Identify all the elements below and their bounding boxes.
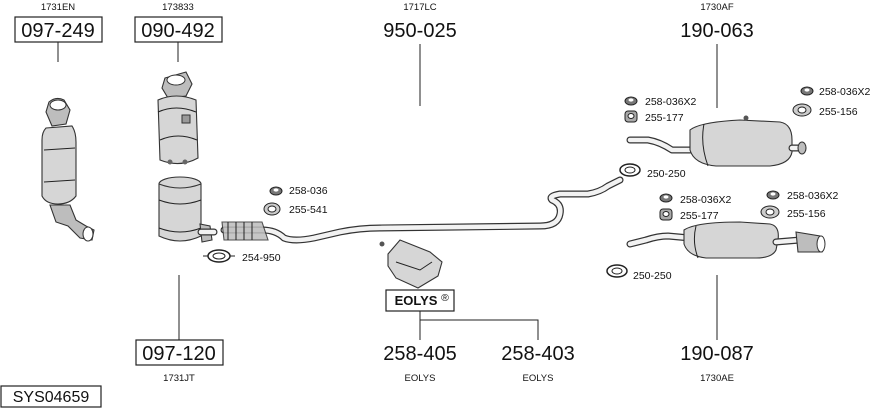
clamp-255-541: 255-541: [263, 202, 328, 216]
part-number: 255-541: [289, 204, 328, 216]
part-number: 258-036X2: [787, 190, 839, 202]
part-number: 950-025: [383, 20, 456, 42]
oe-number: EOLYS: [405, 373, 436, 384]
part-number: 258-405: [383, 343, 456, 365]
clamp-255-177: 255-177: [624, 110, 684, 124]
gasket-254-950: 254-950: [203, 249, 281, 264]
part-190-087-label: 190-087 1730AE: [680, 275, 754, 384]
gasket-250-250-upper: 250-250: [619, 163, 686, 180]
rubber-mount-258-036x2-d: 258-036X2: [766, 190, 839, 202]
part-number: 258-036: [289, 185, 328, 197]
part-number: 258-403: [501, 343, 574, 365]
diagram-reference-box: [0, 385, 102, 408]
part-258-405-label: 258-405 EOLYS: [383, 343, 456, 384]
catalytic-converter-097-249: [41, 97, 95, 242]
part-number: 097-249: [21, 20, 94, 42]
part-190-063-label: 1730AF 190-063: [680, 2, 754, 108]
rear-silencer-190-063: [626, 115, 807, 167]
part-number: 255-177: [680, 210, 719, 222]
rubber-mount-258-036x2-a: 258-036X2: [624, 96, 697, 108]
clamp-255-156-lower: 255-156: [760, 205, 826, 220]
oe-number: 1717LC: [403, 2, 436, 13]
clamp-255-156: 255-156: [792, 103, 858, 118]
part-number: 190-063: [680, 20, 753, 42]
part-number: 190-087: [680, 343, 753, 365]
part-number: 250-250: [647, 168, 686, 180]
diagram-reference: SYS04659: [0, 385, 102, 408]
part-number-box: [14, 16, 103, 43]
part-258-403-label: 258-403 EOLYS: [501, 343, 574, 384]
rubber-mount-258-036x2-c: 258-036X2: [659, 193, 732, 206]
eolys-label: EOLYS: [395, 293, 438, 308]
part-number: 255-156: [819, 106, 858, 118]
gasket-258-036: 258-036: [269, 185, 328, 197]
part-number: 097-120: [142, 343, 215, 365]
gasket-250-250-lower: 250-250: [606, 264, 672, 282]
registered-mark: ®: [441, 292, 449, 304]
oe-number: 1731JT: [163, 373, 195, 384]
middle-pipe-950-025: [220, 176, 624, 244]
part-number: 250-250: [633, 270, 672, 282]
leader-line: [419, 311, 539, 340]
part-097-249-label: 1731EN 097-249: [14, 2, 103, 62]
part-number-box: [134, 16, 223, 43]
oe-number: 1730AE: [700, 373, 734, 384]
part-number: 255-156: [787, 208, 826, 220]
rubber-mount-258-036x2-b: 258-036X2: [800, 86, 871, 98]
part-097-120-label: 097-120 1731JT: [135, 275, 224, 384]
part-number: 258-036X2: [680, 194, 732, 206]
oe-number: 1730AF: [700, 2, 733, 13]
part-950-025-label: 1717LC 950-025: [383, 2, 457, 106]
part-number: 254-950: [242, 252, 281, 264]
oe-number: 1731EN: [41, 2, 75, 13]
clamp-255-177-lower: 255-177: [659, 208, 719, 222]
particle-filter-090-492: [157, 71, 199, 165]
particle-filter-097-120: [158, 176, 218, 243]
part-090-492-label: 173833 090-492: [134, 2, 223, 62]
part-number: 258-036X2: [645, 96, 697, 108]
part-number: 255-177: [645, 112, 684, 124]
part-number: 258-036X2: [819, 86, 871, 98]
oe-number: EOLYS: [523, 373, 554, 384]
part-number: 090-492: [141, 20, 214, 42]
rear-silencer-190-087: [626, 221, 826, 259]
eolys-box: EOLYS ®: [385, 289, 539, 340]
diagram-reference-text: SYS04659: [13, 389, 90, 406]
part-number-box: [135, 339, 224, 366]
oe-number: 173833: [162, 2, 194, 13]
eolys-additive-tank: [379, 239, 443, 289]
